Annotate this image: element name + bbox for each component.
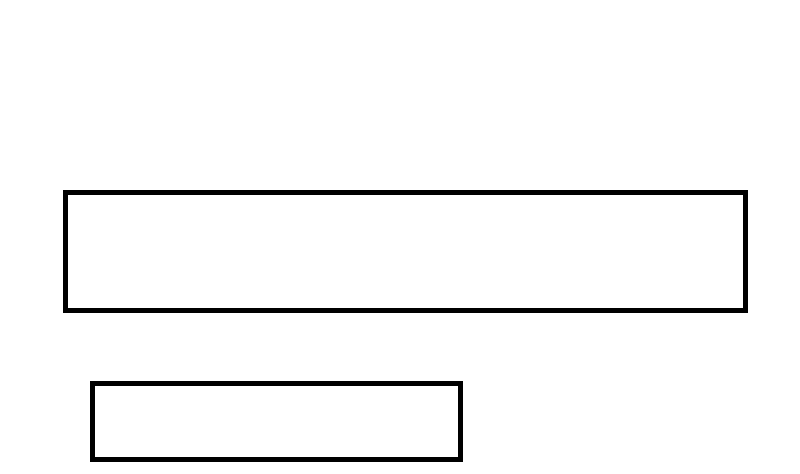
large-rectangle	[63, 190, 748, 313]
small-rectangle	[90, 381, 463, 462]
